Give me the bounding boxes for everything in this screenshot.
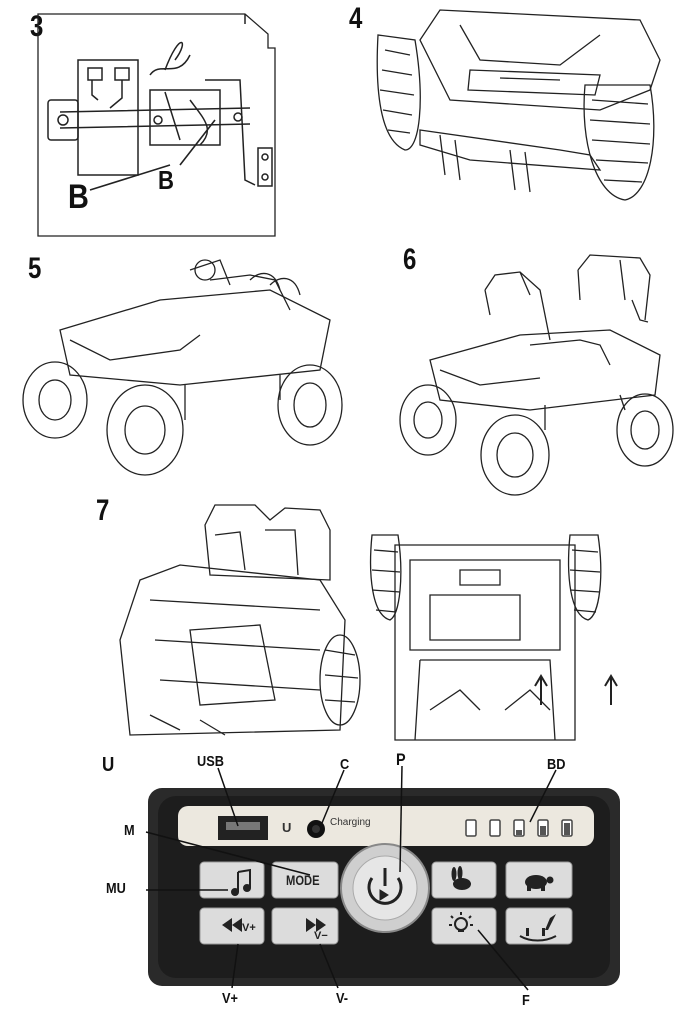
callout-c: C <box>340 756 350 773</box>
callout-usb: USB <box>197 753 224 770</box>
step-7-topview-illustration <box>369 534 618 741</box>
callout-vminus: V- <box>336 990 349 1007</box>
step-5-vehicle-illustration <box>22 259 343 476</box>
step-3-wiring-diagram <box>37 13 276 237</box>
charging-label: Charging <box>330 817 371 828</box>
control-panel <box>145 765 620 991</box>
rabbit-icon <box>451 866 471 890</box>
callout-p: P <box>396 750 406 769</box>
step-3-b-small-label: B <box>158 165 174 195</box>
callout-m: M <box>124 822 135 839</box>
callout-f: F <box>522 992 530 1009</box>
light-button[interactable] <box>431 907 497 945</box>
vplus-button-label: V+ <box>242 922 256 934</box>
vminus-button-label: V− <box>314 930 328 942</box>
music-note-icon <box>231 868 251 896</box>
step-4-label: 4 <box>349 2 363 35</box>
step-6-label: 6 <box>403 243 417 276</box>
step-6-rollcage-illustration <box>399 254 674 496</box>
usb-port-label: U <box>282 820 292 835</box>
volume-down-button[interactable] <box>271 907 339 945</box>
step-3-label: 3 <box>30 10 44 43</box>
callout-leader-lines <box>145 765 557 991</box>
light-bulb-icon <box>449 912 473 932</box>
step-3-b-large-label: B <box>68 178 89 216</box>
callout-bd: BD <box>547 756 566 773</box>
rocking-horse-button[interactable] <box>505 907 573 945</box>
power-play-icon <box>367 868 403 905</box>
step-5-label: 5 <box>28 252 42 285</box>
callout-mu: MU <box>106 880 126 897</box>
step-7-label: 7 <box>96 494 110 527</box>
panel-section-label: U <box>102 754 115 776</box>
mode-button[interactable] <box>271 861 339 899</box>
step-7-seat-illustration <box>119 504 361 736</box>
mode-button-label: MODE <box>286 872 320 888</box>
turtle-icon <box>525 875 554 891</box>
rocking-horse-icon <box>519 914 557 942</box>
skip-back-icon <box>222 918 242 932</box>
callout-vplus: V+ <box>222 990 238 1007</box>
step-4-bumper-illustration <box>376 9 661 201</box>
skip-forward-icon <box>306 918 326 932</box>
